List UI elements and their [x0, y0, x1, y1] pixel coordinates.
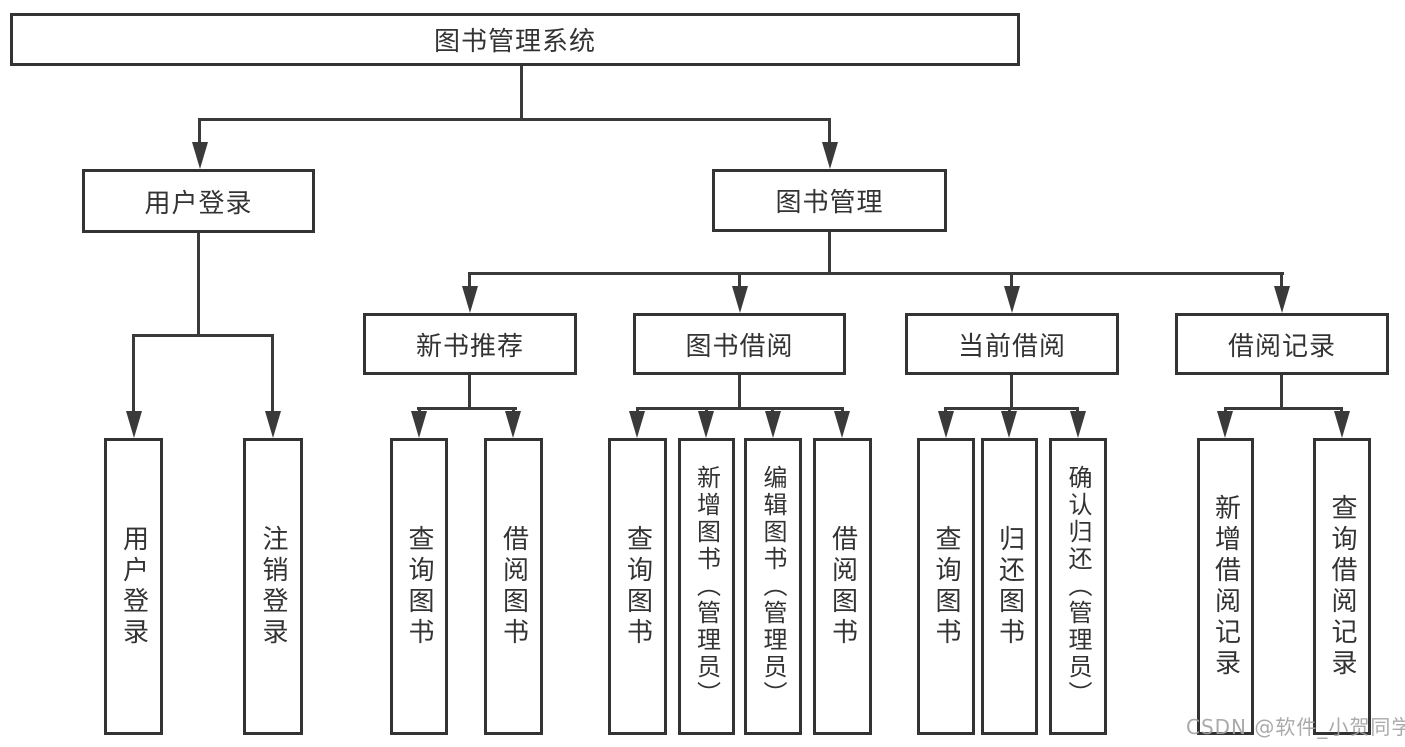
connector-drop-leaf — [1076, 407, 1079, 413]
leaf-logout: 注销登录 — [243, 438, 303, 735]
node-book-management-label: 图书管理 — [775, 188, 884, 218]
leaf-query-borrow-record-label: 查询借阅记录 — [1327, 493, 1357, 680]
connector-drop-leaf — [1224, 407, 1227, 413]
connector-drop-leaf — [705, 407, 708, 413]
arrow-down-icon — [1001, 411, 1017, 438]
arrow-down-icon — [505, 411, 521, 438]
connector-book-mgmt-stem — [828, 230, 831, 274]
connector-user-login-stem — [197, 233, 200, 337]
connector-borrow-records-stem — [1280, 373, 1283, 409]
connector-user-login-rail — [132, 334, 274, 337]
connector-borrow-records-rail — [1224, 407, 1343, 410]
node-root-label: 图书管理系统 — [433, 27, 596, 57]
connector-new-book-rail — [417, 407, 517, 410]
leaf-query-book-recommend: 查询图书 — [390, 438, 448, 735]
leaf-query-borrow-record: 查询借阅记录 — [1313, 438, 1371, 735]
leaf-query-book-borrowing: 查询图书 — [608, 438, 667, 735]
connector-drop-leaf — [944, 407, 947, 413]
leaf-query-book-label: 查询图书 — [931, 524, 961, 649]
node-borrowing-records: 借阅记录 — [1175, 313, 1389, 375]
leaf-edit-book-admin: 编辑图书（管理员） — [744, 438, 802, 735]
leaf-query-book-label: 查询图书 — [404, 524, 434, 649]
connector-root-rail — [198, 118, 831, 121]
connector-book-mgmt-rail — [468, 272, 1284, 275]
connector-drop-leaf — [271, 334, 274, 413]
arrow-down-icon — [126, 411, 142, 438]
connector-drop-leaf — [636, 407, 639, 413]
leaf-add-borrow-record: 新增借阅记录 — [1197, 438, 1254, 735]
arrow-down-icon — [822, 142, 838, 169]
arrow-down-icon — [1274, 286, 1290, 313]
connector-current-borrow-stem — [1010, 373, 1013, 409]
connector-drop-leaf — [512, 407, 515, 413]
connector-book-borrow-stem — [738, 373, 741, 409]
leaf-user-login: 用户登录 — [104, 438, 163, 735]
arrow-down-icon — [411, 411, 427, 438]
csdn-watermark: CSDN @软件_小贺同学 — [1186, 715, 1405, 739]
leaf-add-book-admin-label: 新增图书（管理员） — [692, 465, 721, 708]
leaf-logout-label: 注销登录 — [258, 524, 288, 649]
node-user-login-label: 用户登录 — [144, 188, 253, 219]
leaf-borrow-book-borrowing: 借阅图书 — [813, 438, 872, 735]
connector-current-borrow-rail — [945, 407, 1079, 410]
node-user-login: 用户登录 — [82, 169, 315, 233]
arrow-down-icon — [192, 142, 208, 169]
node-current-borrowing-label: 当前借阅 — [957, 331, 1066, 362]
connector-drop-leaf — [841, 407, 844, 413]
leaf-add-borrow-record-label: 新增借阅记录 — [1210, 493, 1241, 680]
leaf-return-book: 归还图书 — [981, 438, 1038, 735]
connector-new-book-stem — [468, 373, 471, 409]
connector-drop-leaf — [132, 334, 135, 413]
leaf-return-book-label: 归还图书 — [994, 524, 1025, 649]
node-book-borrowing: 图书借阅 — [633, 313, 846, 375]
arrow-down-icon — [629, 411, 645, 438]
leaf-query-book-label: 查询图书 — [622, 524, 653, 649]
leaf-borrow-book-label: 借阅图书 — [498, 524, 529, 649]
connector-drop-leaf — [418, 407, 421, 413]
arrow-down-icon — [834, 411, 850, 438]
connector-drop-user-login — [198, 118, 201, 146]
connector-drop-current-borrow — [1010, 272, 1013, 288]
connector-drop-leaf — [1340, 407, 1343, 413]
leaf-add-book-admin: 新增图书（管理员） — [678, 438, 735, 735]
node-borrowing-records-label: 借阅记录 — [1227, 331, 1336, 362]
node-book-borrowing-label: 图书借阅 — [685, 331, 794, 362]
arrow-down-icon — [1334, 411, 1350, 438]
connector-drop-borrow-records — [1280, 272, 1283, 288]
node-new-book-recommend: 新书推荐 — [363, 313, 577, 375]
connector-drop-leaf — [1008, 407, 1011, 413]
node-book-management: 图书管理 — [712, 169, 947, 232]
node-current-borrowing: 当前借阅 — [905, 313, 1119, 375]
leaf-borrow-book-label: 借阅图书 — [827, 524, 858, 649]
leaf-borrow-book-recommend: 借阅图书 — [484, 438, 543, 735]
arrow-down-icon — [732, 286, 748, 313]
arrow-down-icon — [1004, 286, 1020, 313]
connector-drop-new-book — [468, 272, 471, 288]
arrow-down-icon — [698, 411, 714, 438]
leaf-query-book-current: 查询图书 — [917, 438, 975, 735]
arrow-down-icon — [938, 411, 954, 438]
leaf-confirm-return-admin-label: 确认归还（管理员） — [1064, 465, 1092, 708]
node-new-book-recommend-label: 新书推荐 — [415, 331, 524, 362]
arrow-down-icon — [765, 411, 781, 438]
arrow-down-icon — [462, 286, 478, 313]
connector-root-stem — [520, 64, 523, 120]
leaf-user-login-label: 用户登录 — [118, 524, 149, 649]
arrow-down-icon — [265, 411, 281, 438]
arrow-down-icon — [1217, 411, 1233, 438]
leaf-edit-book-admin-label: 编辑图书（管理员） — [759, 465, 787, 708]
leaf-confirm-return-admin: 确认归还（管理员） — [1049, 438, 1107, 735]
connector-book-borrow-rail — [636, 407, 844, 410]
connector-drop-book-borrow — [738, 272, 741, 288]
connector-drop-leaf — [771, 407, 774, 413]
arrow-down-icon — [1070, 411, 1086, 438]
connector-drop-book-mgmt — [828, 118, 831, 146]
node-root-library-system: 图书管理系统 — [10, 13, 1020, 66]
